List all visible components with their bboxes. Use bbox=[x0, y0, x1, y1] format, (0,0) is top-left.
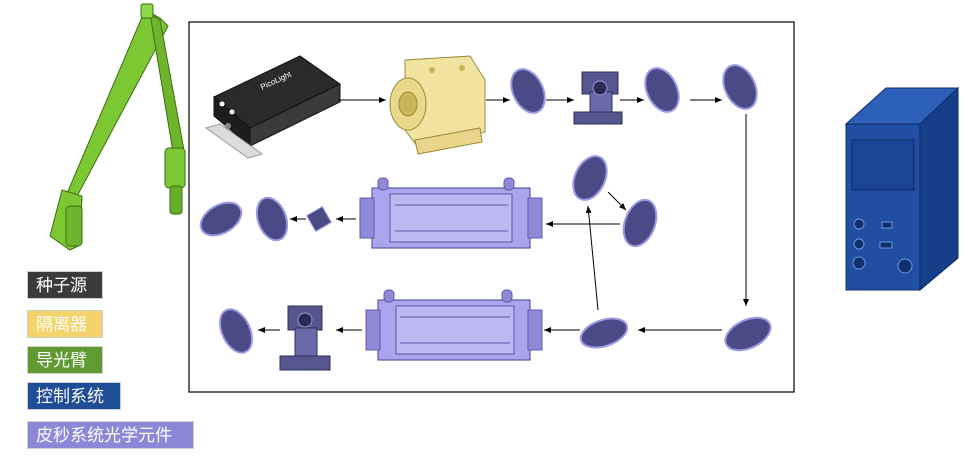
mirror-8 bbox=[724, 316, 772, 352]
light-guide-arm bbox=[49, 3, 186, 251]
amplifier-module-2 bbox=[365, 289, 543, 361]
legend-isolator: 隔离器 bbox=[27, 310, 103, 338]
mirror-4 bbox=[572, 155, 608, 201]
optical-element-small bbox=[306, 206, 332, 232]
mirror-1 bbox=[510, 68, 546, 114]
seed-source-box: PicoLight bbox=[204, 55, 341, 159]
legend-light-guide-arm: 导光臂 bbox=[27, 346, 103, 374]
isolator bbox=[389, 55, 486, 155]
mirror-5 bbox=[622, 198, 658, 248]
mirror-mount-2 bbox=[279, 305, 331, 371]
legend-seed-source: 种子源 bbox=[27, 271, 103, 299]
mirror-6 bbox=[255, 196, 289, 242]
mirror-10 bbox=[219, 308, 253, 354]
mirror-2 bbox=[644, 67, 680, 113]
mirror-7 bbox=[199, 201, 243, 237]
mirror-mount-1 bbox=[573, 71, 623, 125]
legend-picosecond-optics: 皮秒系统光学元件 bbox=[27, 421, 194, 449]
beam-path bbox=[258, 97, 749, 333]
legend-control-system: 控制系统 bbox=[27, 382, 121, 410]
control-system-cabinet bbox=[844, 86, 960, 292]
amplifier-module-1 bbox=[359, 177, 543, 249]
mirror-9 bbox=[579, 317, 629, 349]
mirror-3 bbox=[722, 64, 758, 110]
